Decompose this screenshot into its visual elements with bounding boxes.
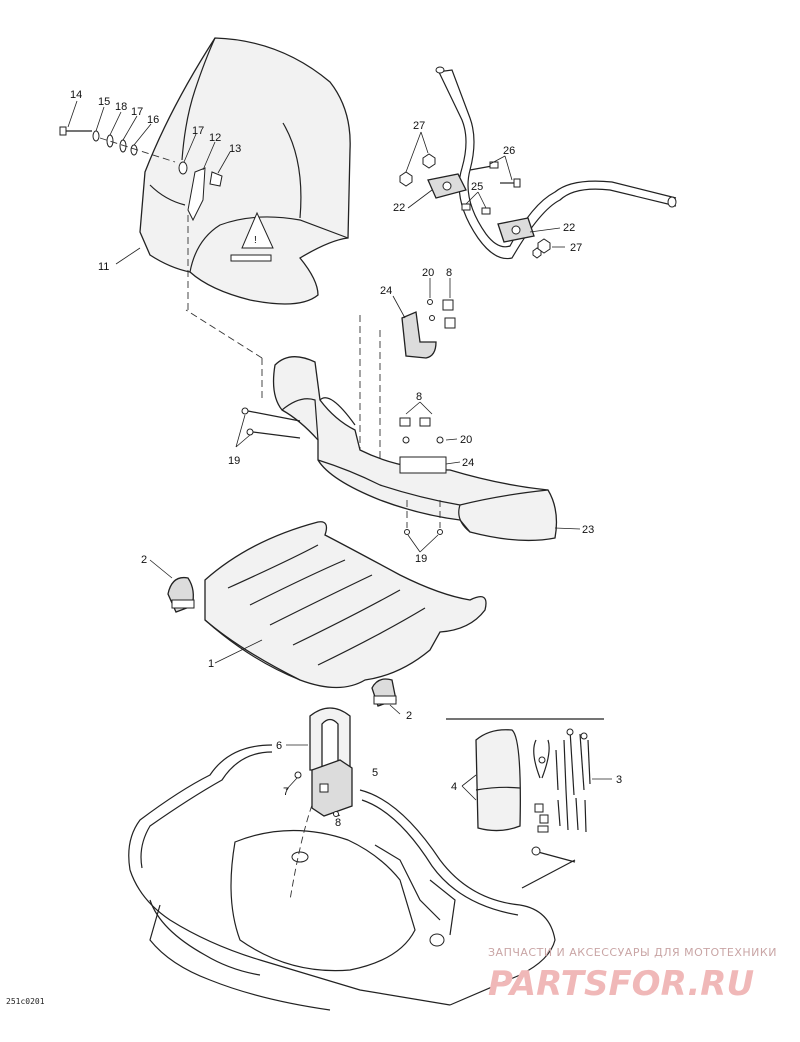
callout-26: 26 xyxy=(503,145,515,157)
callout-17: 17 xyxy=(192,125,204,137)
watermark: ЗАПЧАСТИ И АКСЕССУАРЫ ДЛЯ МОТОТЕХНИКИ PA… xyxy=(488,946,777,1004)
callout-2: 2 xyxy=(141,554,147,566)
tool-kit xyxy=(446,718,604,889)
callout-16: 16 xyxy=(147,114,159,126)
callout-20: 20 xyxy=(460,434,472,446)
callout-7: 7 xyxy=(283,786,289,798)
callout-15: 15 xyxy=(98,96,110,108)
callout-6: 6 xyxy=(276,740,282,752)
callout-27: 27 xyxy=(570,242,582,254)
callout-18: 18 xyxy=(115,101,127,113)
callout-2: 2 xyxy=(406,710,412,722)
warning-triangle-icon xyxy=(241,211,274,249)
drawing-code: 251c0201 xyxy=(6,997,45,1006)
callout-22: 22 xyxy=(563,222,575,234)
callout-19: 19 xyxy=(415,553,427,565)
callout-1: 1 xyxy=(208,658,214,670)
leader-lines xyxy=(67,100,612,817)
watermark-tagline: ЗАПЧАСТИ И АКСЕССУАРЫ ДЛЯ МОТОТЕХНИКИ xyxy=(488,946,777,959)
callout-labels: 14 15 18 17 16 17 12 13 11 27 26 25 22 2… xyxy=(70,89,622,829)
callout-20: 20 xyxy=(422,267,434,279)
windshield: ! xyxy=(139,37,351,305)
seat-latch xyxy=(167,576,397,707)
callout-8: 8 xyxy=(335,817,341,829)
callout-24: 24 xyxy=(380,285,392,297)
handlebar xyxy=(399,66,677,260)
chassis-frame xyxy=(128,744,556,1011)
callout-12: 12 xyxy=(209,132,221,144)
callout-5: 5 xyxy=(372,767,378,779)
callout-4: 4 xyxy=(451,781,457,793)
callout-8: 8 xyxy=(416,391,422,403)
strap-bracket xyxy=(294,707,353,817)
callout-11: 11 xyxy=(98,261,109,273)
callout-13: 13 xyxy=(229,143,241,155)
callout-22: 22 xyxy=(393,202,405,214)
seat-cushion xyxy=(204,521,487,689)
windshield-fasteners xyxy=(59,126,223,310)
callout-17: 17 xyxy=(131,106,143,118)
callout-24: 24 xyxy=(462,457,474,469)
svg-text:!: ! xyxy=(254,235,257,246)
callout-23: 23 xyxy=(582,524,594,536)
callout-25: 25 xyxy=(471,181,483,193)
riser-bracket xyxy=(359,299,456,482)
watermark-brand: PARTSFOR.RU xyxy=(488,964,754,1004)
callout-3: 3 xyxy=(616,774,622,786)
callout-8: 8 xyxy=(446,267,452,279)
callout-27: 27 xyxy=(413,120,425,132)
callout-14: 14 xyxy=(70,89,82,101)
console-body xyxy=(185,309,558,542)
callout-19: 19 xyxy=(228,455,240,467)
